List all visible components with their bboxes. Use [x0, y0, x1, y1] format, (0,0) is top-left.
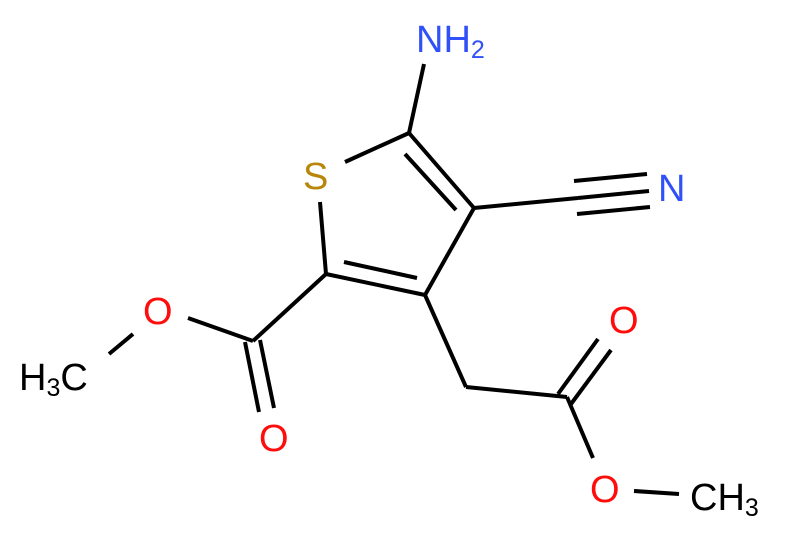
atom-o-ester2-single: O — [590, 469, 620, 511]
bond-c5-c4-inner — [403, 152, 458, 212]
bond-c3-c2-inner — [343, 260, 418, 280]
bond-s-c5 — [344, 131, 410, 164]
bond-ch2-cester2 — [465, 385, 568, 399]
bond-c2-cester — [251, 272, 328, 343]
bond-cester-o-double-2 — [258, 339, 276, 409]
bond-cester2-o-single — [565, 396, 595, 459]
bond-c4-c3 — [423, 207, 476, 296]
thiophene-ring — [318, 131, 476, 297]
atom-ch3-left: H3C — [19, 357, 88, 402]
bond-o-ch3-right — [633, 489, 680, 496]
atom-sulfur: S — [303, 156, 328, 198]
atom-ch3-right: CH3 — [690, 477, 759, 522]
bond-c3-ch2 — [423, 294, 468, 388]
bond-cn-triple-3 — [576, 205, 651, 216]
bond-o-ch3-left — [107, 332, 135, 356]
bond-c5-nh2 — [407, 63, 426, 134]
atom-nh2: NH2 — [416, 19, 485, 64]
atom-n-cyano: N — [658, 168, 685, 210]
atom-o-ester1-single: O — [143, 291, 173, 333]
bond-cn-triple-1 — [573, 172, 648, 183]
bond-cester2-o-double-1 — [556, 337, 600, 396]
bond-c3-c2 — [325, 272, 426, 297]
atom-o-ester2-double: O — [609, 300, 639, 342]
bond-c2-s — [318, 201, 328, 275]
bond-cester-o-single — [187, 316, 254, 343]
atom-o-ester1-double: O — [259, 418, 289, 460]
bond-cester2-o-double-2 — [569, 348, 613, 406]
bond-cester-o-double-1 — [243, 341, 261, 413]
bond-c4-cn — [473, 196, 579, 210]
bond-cn-triple-2 — [577, 189, 650, 200]
bond-c5-c4 — [407, 131, 476, 210]
